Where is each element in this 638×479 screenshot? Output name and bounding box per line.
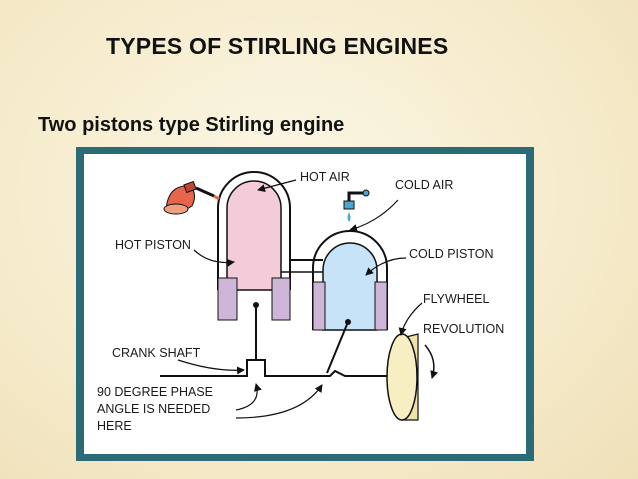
cold-air-pointer [349, 199, 399, 232]
label-hot-air: HOT AIR [300, 170, 350, 184]
cold-cylinder-chamber [322, 242, 378, 331]
crank-shaft [160, 359, 400, 377]
cold-piston-block-left [312, 281, 326, 331]
diagram-background [84, 154, 526, 454]
slide-title: TYPES OF STIRLING ENGINES [106, 33, 449, 59]
flywheel-rotation-arrow [424, 344, 439, 379]
cold-piston-rod [326, 321, 349, 374]
label-phase-angle-line2: ANGLE IS NEEDED [97, 402, 210, 416]
cold-piston-block-right [374, 281, 388, 331]
hot-air-pointer [257, 179, 297, 193]
flywheel-pointer [398, 302, 423, 336]
label-phase-angle-line3: HERE [97, 419, 132, 433]
crank-shaft-pointer [177, 359, 245, 375]
label-crank-shaft: CRANK SHAFT [112, 346, 201, 360]
hot-piston-pin [253, 302, 259, 308]
label-cold-piston: COLD PISTON [409, 247, 494, 261]
hot-piston-block-left [217, 277, 238, 321]
hot-cylinder-wall [217, 171, 291, 290]
hot-piston-pointer [193, 249, 235, 267]
label-cold-air: COLD AIR [395, 178, 453, 192]
water-tap-icon [343, 189, 370, 222]
label-flywheel: FLYWHEEL [423, 292, 489, 306]
cold-piston-pin [345, 319, 351, 325]
phase-angle-pointer-cold [235, 384, 323, 419]
cold-piston-pointer [365, 257, 407, 276]
slide-subtitle: Two pistons type Stirling engine [38, 114, 345, 136]
phase-angle-pointer-hot [235, 383, 262, 411]
hot-cylinder-chamber [226, 180, 282, 291]
label-hot-piston: HOT PISTON [115, 238, 191, 252]
label-revolution: REVOLUTION [423, 322, 504, 336]
hot-piston-block-right [271, 277, 291, 321]
label-phase-angle-line1: 90 DEGREE PHASE [97, 385, 213, 399]
flywheel [386, 333, 418, 421]
blowtorch-icon [163, 180, 220, 215]
